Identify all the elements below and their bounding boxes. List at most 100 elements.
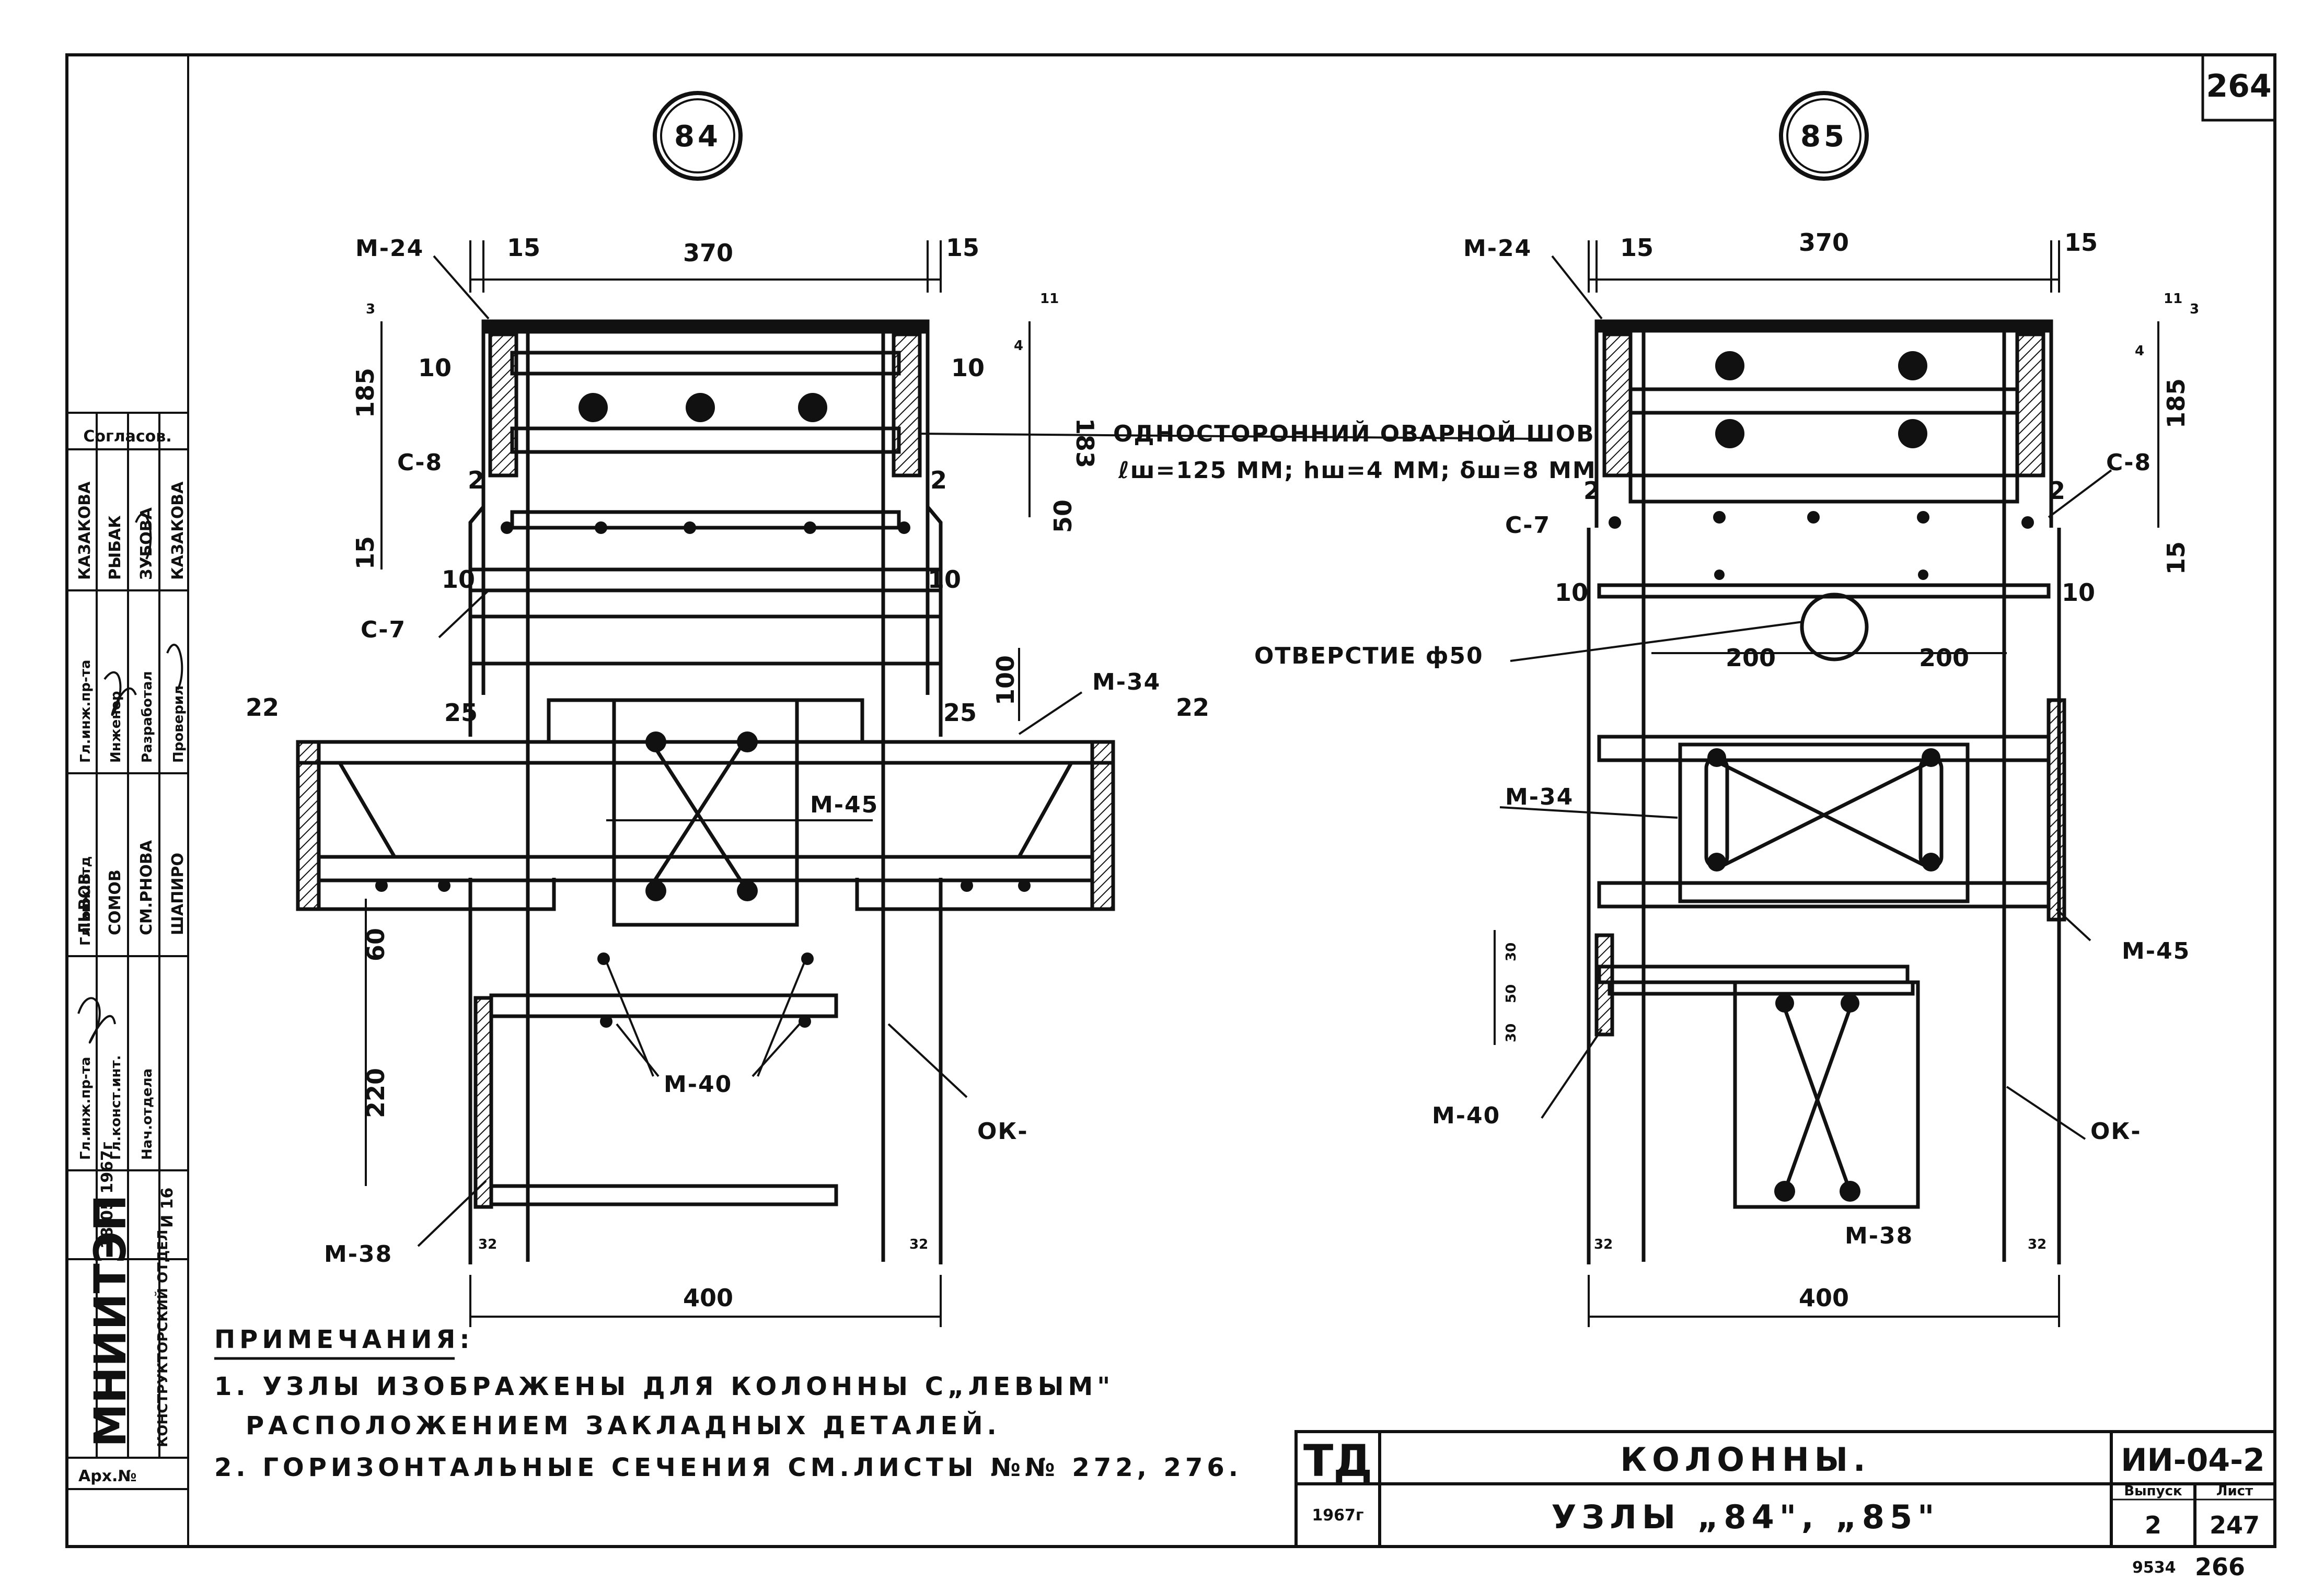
svg-text:Разработал: Разработал [140, 671, 155, 763]
detail-85-c8: С-8 [2106, 449, 2152, 476]
title-issue: 2 [2145, 1511, 2161, 1539]
detail-84-dim-32a: 32 [478, 1237, 497, 1252]
title-issue-label: Выпуск [2124, 1483, 2182, 1499]
title-block [1294, 1430, 2276, 1548]
detail-84-dim-3: 3 [366, 301, 375, 317]
notes-item-1-cont: РАСПОЛОЖЕНИЕМ ЗАКЛАДНЫХ ДЕТАЛЕЙ. [246, 1411, 1001, 1440]
stamp-roles: Гл.инж.пр-та Гл.инж.отд Гл.конст.инт. На… [78, 660, 187, 1160]
svg-text:Гл.конст.инт.: Гл.конст.инт. [108, 1055, 124, 1160]
detail-85-dim-30a: 30 [1504, 943, 1519, 961]
detail-84-width-bottom: 400 [683, 1284, 733, 1312]
detail-84-side-right: 15 [946, 234, 979, 262]
svg-text:СОМОВ: СОМОВ [106, 869, 124, 935]
detail-85-dim-200a: 200 [1726, 644, 1776, 672]
bottom-number-1: 9534 [2132, 1559, 2176, 1577]
detail-84-dim-2b: 2 [930, 466, 947, 494]
stamp-department: КОНСТРУКТОРСКИЙ ОТДЕЛ [154, 1230, 171, 1447]
stamp-institute: МНИИТЭП [85, 1194, 136, 1447]
detail-85-dim-30b: 30 [1504, 1024, 1519, 1042]
detail-84-c7: С-7 [361, 617, 406, 643]
detail-84-dim-183: 183 [1071, 418, 1099, 468]
title-code: ИИ-04-2 [2121, 1442, 2264, 1479]
title-line-2: УЗЛЫ „84", „85" [1552, 1498, 1940, 1536]
detail-84-m45: М-45 [810, 792, 878, 818]
svg-text:Гл.инж.пр-та: Гл.инж.пр-та [78, 660, 94, 763]
title-year: 1967г [1312, 1506, 1363, 1525]
detail-84-dim-25b: 25 [943, 699, 977, 727]
detail-85-width-bottom: 400 [1799, 1284, 1849, 1312]
detail-84-sec-10-right: 10 [951, 354, 985, 382]
bottom-number-2: 266 [2195, 1553, 2245, 1581]
stamp-sheet-code: И 16 [158, 1188, 177, 1228]
detail-85-dim-50: 50 [1504, 984, 1519, 1003]
detail-85-dim-10b: 10 [2062, 578, 2095, 607]
detail-85-m40: М-40 [1432, 1102, 1500, 1129]
detail-85-dim-200b: 200 [1919, 644, 1969, 672]
detail-85-dim-4: 4 [2135, 343, 2144, 359]
detail-84-m34: М-34 [1092, 669, 1161, 695]
detail-85-number: 85 [1800, 120, 1847, 154]
detail-85-ok: ОК- [2090, 1118, 2142, 1145]
detail-84-dim-50: 50 [1049, 499, 1077, 533]
detail-84-sec-right: 22 [1176, 693, 1209, 722]
svg-text:ЛЬВОВ: ЛЬВОВ [76, 873, 94, 935]
detail-84-m24: М-24 [355, 235, 424, 262]
weld-note-line2: ℓш=125 ММ; hш=4 ММ; δш=8 ММ [1118, 457, 1597, 484]
detail-85-dim-3: 3 [2190, 301, 2199, 317]
svg-text:Проверил: Проверил [171, 685, 187, 763]
detail-84-ok: ОК- [977, 1118, 1028, 1145]
title-sheet-label: Лист [2216, 1483, 2253, 1499]
detail-85-dim-10a: 10 [1555, 578, 1588, 607]
sheet-number: 264 [2206, 68, 2271, 104]
svg-text:КАЗАКОВА: КАЗАКОВА [76, 481, 94, 580]
detail-84-number: 84 [674, 120, 721, 154]
detail-84-dim-15: 15 [351, 536, 379, 570]
detail-85-m45: М-45 [2122, 938, 2190, 965]
detail-85-hole: ОТВЕРСТИЕ ф50 [1254, 643, 1484, 669]
detail-85-m38: М-38 [1845, 1223, 1913, 1249]
stamp-names: ЛЬВОВ СОМОВ СМ.РНОВА ШАПИРО КАЗАКОВА РЫБ… [76, 481, 187, 935]
detail-84: 84 [246, 91, 1542, 1327]
sheet-number-box [2201, 53, 2276, 122]
detail-84-dim-220: 220 [362, 1068, 390, 1118]
detail-84-side-left: 15 [507, 234, 540, 262]
detail-84-dim-4: 4 [1014, 338, 1023, 354]
detail-85-dim-32a: 32 [1594, 1237, 1613, 1252]
detail-85-dim-11: 11 [2164, 291, 2182, 307]
detail-85-dim-32b: 32 [2028, 1237, 2046, 1252]
detail-85-m34: М-34 [1505, 784, 1574, 810]
detail-84-dim-10b: 10 [928, 565, 961, 594]
detail-85-side-right: 15 [2064, 228, 2098, 257]
svg-text:Нач.отдела: Нач.отдела [140, 1068, 155, 1160]
svg-text:ШАПИРО: ШАПИРО [169, 853, 187, 935]
detail-84-dim-32b: 32 [909, 1237, 928, 1252]
svg-text:СМ.РНОВА: СМ.РНОВА [137, 840, 156, 935]
detail-84-dim-100: 100 [991, 655, 1020, 705]
detail-84-dim-10a: 10 [442, 565, 475, 594]
detail-84-sec-left: 22 [246, 693, 279, 722]
detail-85-dim-2a: 2 [1583, 477, 1600, 505]
detail-85-c7: С-7 [1505, 512, 1551, 539]
detail-84-dim-60: 60 [362, 928, 390, 961]
stamp-agreed: Согласов. [83, 427, 171, 446]
detail-84-sec-10-left: 10 [418, 354, 452, 382]
notes-item-1: 1. УЗЛЫ ИЗОБРАЖЕНЫ ДЛЯ КОЛОННЫ С„ЛЕВЫМ" [214, 1372, 1114, 1401]
detail-84-m40: М-40 [664, 1071, 732, 1098]
detail-85-m24: М-24 [1463, 235, 1532, 262]
notes-heading: ПРИМЕЧАНИЯ: [214, 1325, 474, 1354]
stamp-archive: Арх.№ [78, 1467, 137, 1485]
detail-85-dim-185: 185 [2162, 378, 2190, 428]
svg-text:Гл.инж.отд: Гл.инж.отд [78, 856, 94, 946]
detail-84-c8: С-8 [397, 449, 443, 476]
detail-84-dim-185: 185 [351, 368, 379, 418]
svg-text:РЫБАК: РЫБАК [106, 515, 124, 580]
detail-85-width-top: 370 [1799, 228, 1849, 257]
title-stamp: ТД [1303, 1435, 1372, 1486]
detail-84-width-top: 370 [683, 239, 733, 267]
title-line-1: КОЛОННЫ. [1620, 1440, 1870, 1479]
detail-84-m38: М-38 [324, 1241, 392, 1268]
stamp-date: 18.05 1967г [98, 1142, 117, 1249]
detail-84-dim-25a: 25 [444, 699, 478, 727]
title-sheet: 247 [2210, 1511, 2260, 1539]
